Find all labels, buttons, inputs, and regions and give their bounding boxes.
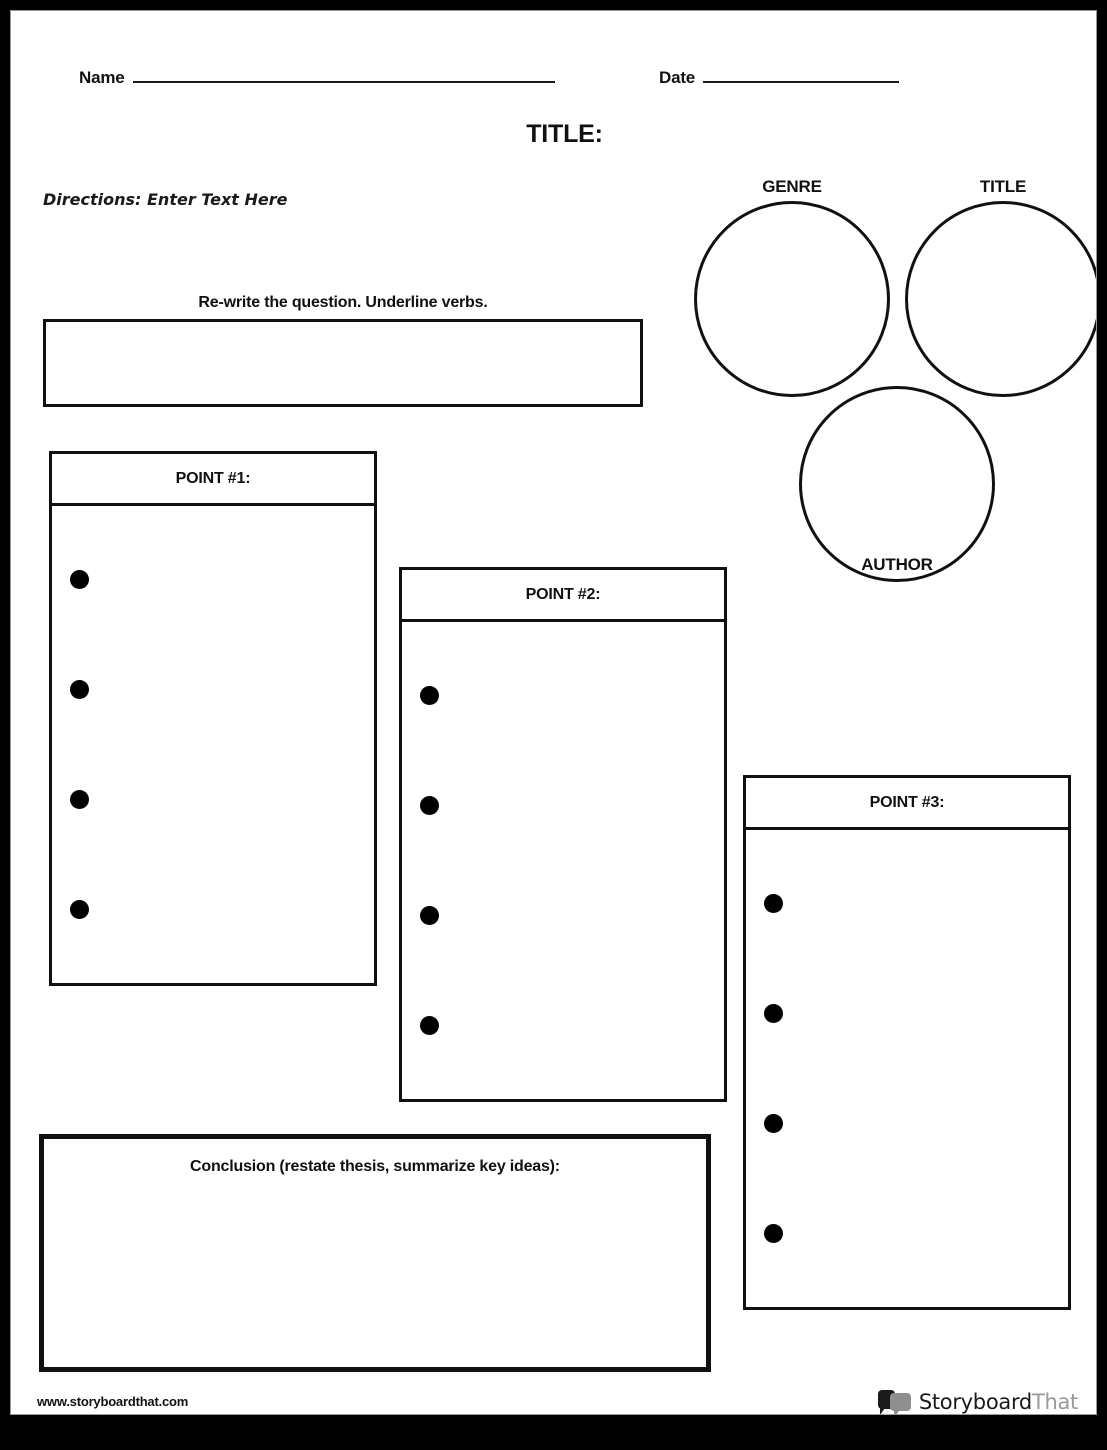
venn-circle-title[interactable]: [905, 201, 1096, 397]
speech-bubble-icon: [877, 1389, 912, 1414]
conclusion-heading: Conclusion (restate thesis, summarize ke…: [190, 1158, 560, 1175]
bullet-row[interactable]: [52, 790, 374, 810]
point-box-2: POINT #2:: [399, 567, 727, 1102]
bullet-dot-icon: [70, 569, 89, 589]
footer-url[interactable]: www.storyboardthat.com: [37, 1394, 189, 1409]
point-3-header: POINT #3:: [746, 778, 1068, 830]
point-2-heading: POINT #2:: [525, 585, 601, 603]
bullet-row[interactable]: [52, 679, 374, 699]
rewrite-question-heading: Re-write the question. Underline verbs.: [198, 294, 488, 311]
point-2-body[interactable]: [402, 622, 724, 1099]
bullet-row[interactable]: [402, 685, 724, 705]
date-input-rule[interactable]: [703, 81, 900, 83]
date-field-row: Date: [659, 68, 900, 87]
bullet-dot-icon: [420, 906, 439, 926]
name-label: Name: [79, 68, 125, 87]
bullet-dot-icon: [70, 790, 89, 810]
bullet-dot-icon: [70, 900, 89, 920]
bullet-row[interactable]: [746, 1114, 1068, 1134]
bullet-row[interactable]: [746, 1224, 1068, 1244]
bullet-row[interactable]: [746, 1003, 1068, 1023]
bullet-dot-icon: [764, 1224, 783, 1244]
logo-word-secondary: That: [1031, 1390, 1078, 1414]
point-box-1: POINT #1:: [49, 451, 377, 986]
bullet-row[interactable]: [52, 569, 374, 589]
bullet-dot-icon: [764, 1114, 783, 1134]
bullet-row[interactable]: [746, 893, 1068, 913]
name-field-row: Name: [79, 69, 555, 86]
bullet-dot-icon: [764, 1003, 783, 1023]
venn-label-author: AUTHOR: [861, 555, 933, 574]
conclusion-input[interactable]: Conclusion (restate thesis, summarize ke…: [39, 1134, 711, 1372]
rewrite-question-input[interactable]: [43, 319, 643, 407]
logo-word-primary: Storyboard: [918, 1390, 1032, 1414]
venn-label-title: TITLE: [979, 177, 1027, 196]
point-3-heading: POINT #3:: [869, 793, 945, 811]
worksheet-sheet: Name Date TITLE: Directions: Enter Text …: [10, 10, 1097, 1415]
storyboardthat-logo[interactable]: StoryboardThat: [877, 1387, 1078, 1414]
bullet-row[interactable]: [402, 1016, 724, 1036]
point-box-3: POINT #3:: [743, 775, 1071, 1310]
venn-circle-author[interactable]: [799, 386, 995, 582]
venn-diagram: GENRE TITLE AUTHOR: [681, 171, 1096, 582]
point-1-heading: POINT #1:: [175, 469, 251, 487]
point-2-header: POINT #2:: [402, 570, 724, 622]
bullet-row[interactable]: [52, 900, 374, 920]
date-label: Date: [659, 68, 696, 87]
bullet-dot-icon: [764, 893, 783, 913]
point-1-header: POINT #1:: [52, 454, 374, 506]
point-3-body[interactable]: [746, 830, 1068, 1307]
logo-wordmark: StoryboardThat: [919, 1391, 1078, 1413]
bullet-dot-icon: [420, 795, 439, 815]
page-title: TITLE:: [526, 120, 603, 148]
point-1-body[interactable]: [52, 506, 374, 983]
venn-circle-genre[interactable]: [694, 201, 890, 397]
bullet-dot-icon: [420, 685, 439, 705]
name-input-rule[interactable]: [132, 81, 555, 83]
bullet-row[interactable]: [402, 906, 724, 926]
bullet-dot-icon: [70, 679, 89, 699]
bullet-dot-icon: [420, 1016, 439, 1036]
venn-label-genre: GENRE: [762, 177, 822, 196]
bullet-row[interactable]: [402, 795, 724, 815]
directions-text: Directions: Enter Text Here: [43, 190, 288, 209]
